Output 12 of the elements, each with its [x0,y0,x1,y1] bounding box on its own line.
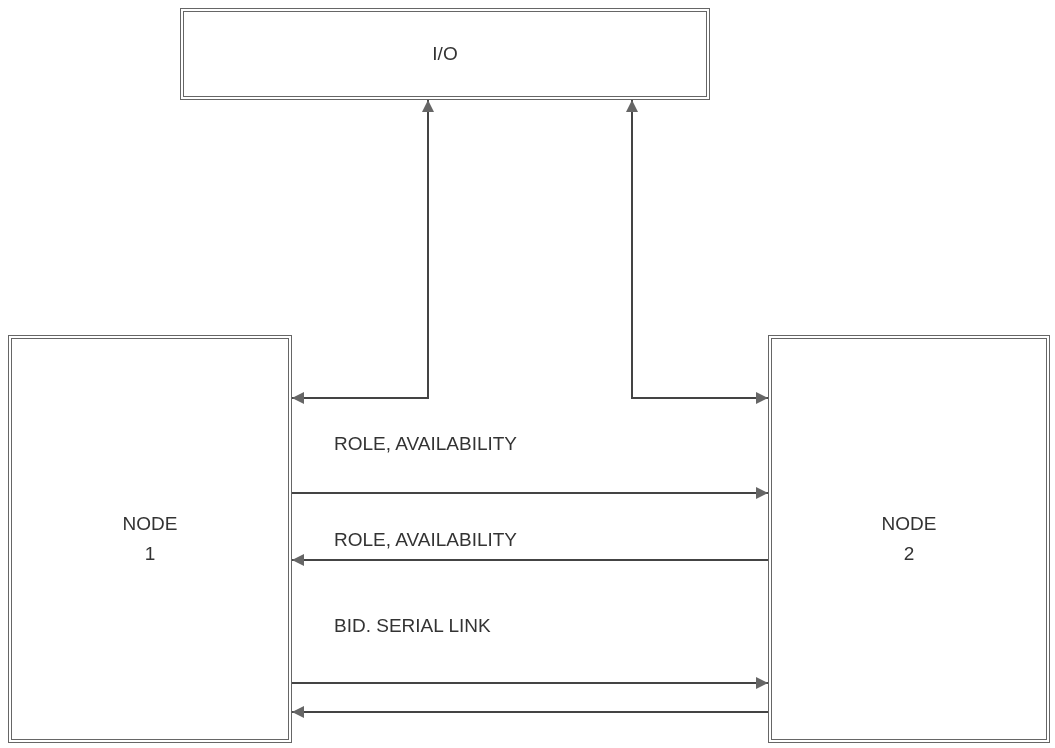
arrow [291,677,769,689]
process-box [180,8,710,100]
arrow [291,554,769,566]
process-box [768,335,1050,743]
arrow [291,487,769,499]
box-label: NODE 2 [880,512,938,566]
box-label: NODE 1 [121,512,179,566]
arrow [291,99,434,404]
arrow [626,99,769,404]
arrow [291,706,769,718]
process-box [8,335,292,743]
box-label: I/O [431,42,459,66]
